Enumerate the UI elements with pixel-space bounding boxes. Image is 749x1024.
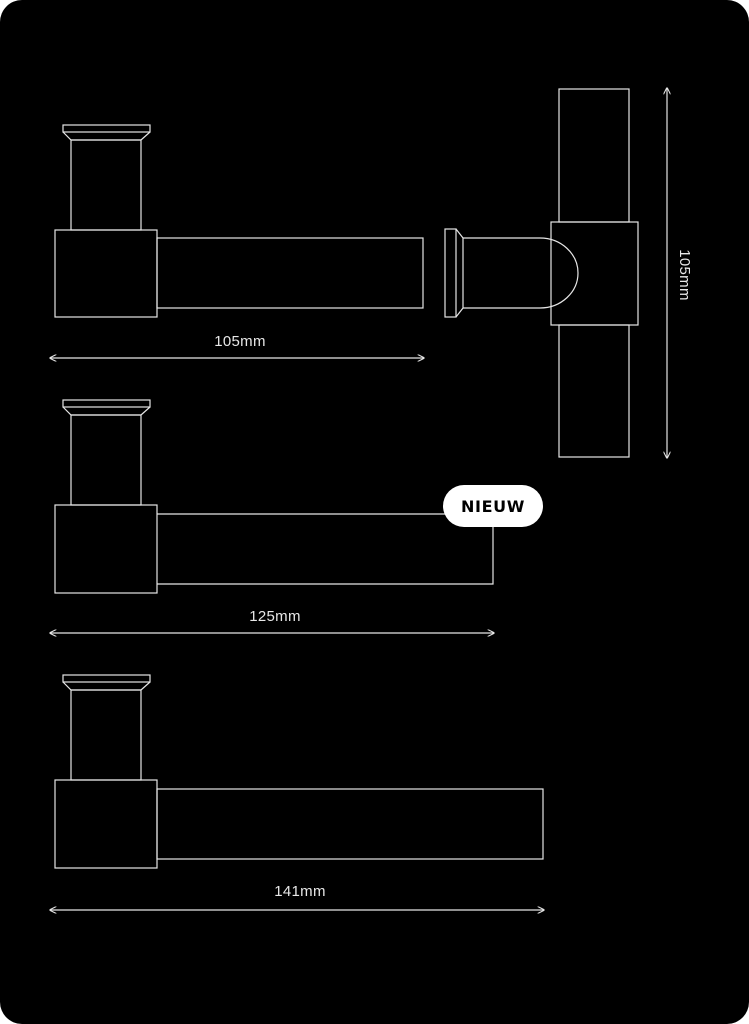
dimension-label: 125mm (249, 608, 301, 625)
handle-125mm-side-view (54, 399, 494, 594)
dimension-125mm: 125mm (50, 608, 494, 633)
new-badge: NIEUW (443, 485, 543, 527)
dimension-label: 141mm (274, 883, 326, 900)
block (54, 504, 158, 594)
rosette-bevel (455, 228, 464, 318)
dimension-label: 105mm (214, 333, 266, 350)
lever (156, 237, 424, 309)
bar-upper (558, 88, 630, 223)
rosette-cap (62, 124, 151, 133)
rosette-bevel (62, 681, 151, 691)
rosette-cap (62, 674, 151, 683)
badge-pill (443, 485, 543, 527)
dimension-label: 105mm (676, 249, 693, 301)
neck-rounded (463, 237, 579, 309)
rosette-cap (62, 399, 151, 408)
hub-block (550, 221, 639, 326)
dimension-top-105mm: 105mm (667, 88, 693, 458)
rosette-bevel (62, 131, 151, 141)
rosette-plate (444, 228, 457, 318)
dimension-105mm: 105mm (50, 333, 424, 358)
rosette-bevel (62, 406, 151, 416)
block (54, 779, 158, 869)
lever (157, 513, 494, 585)
badge-label: NIEUW (461, 497, 525, 516)
handle-141mm-side-view (54, 674, 544, 869)
neck (70, 689, 142, 781)
neck (70, 414, 142, 506)
handle-top-view (444, 88, 639, 458)
block (54, 229, 158, 318)
handle-105mm-side-view (54, 124, 424, 318)
lever (156, 788, 544, 860)
neck (70, 139, 142, 231)
bar-lower (558, 324, 630, 458)
dimension-141mm: 141mm (50, 883, 544, 910)
